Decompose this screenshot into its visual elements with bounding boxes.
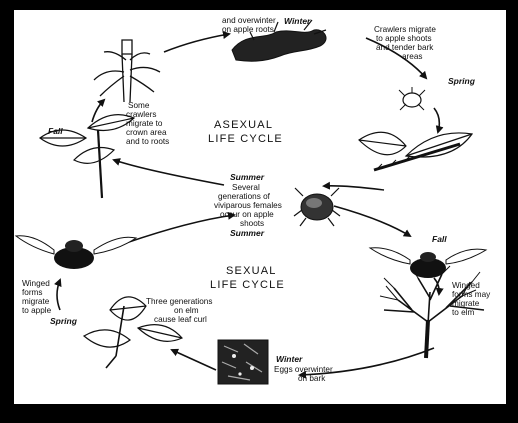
arrow-summer-to-fall-right xyxy=(334,206,410,236)
svg-text:Eggs overwinter: Eggs overwinter xyxy=(274,365,333,374)
svg-text:Winged: Winged xyxy=(22,279,50,288)
svg-text:LIFE CYCLE: LIFE CYCLE xyxy=(210,279,285,291)
season-fall-left: Fall xyxy=(48,126,63,136)
season-winter-top: Winter xyxy=(284,16,311,26)
svg-text:areas: areas xyxy=(402,52,422,61)
svg-text:to elm: to elm xyxy=(452,308,474,317)
svg-text:forms may: forms may xyxy=(452,290,491,299)
crown-roots-illustration xyxy=(94,40,160,102)
svg-text:Three generations: Three generations xyxy=(146,297,212,306)
diagram-panel: and overwinter on apple roots Winter Cra… xyxy=(14,10,506,404)
svg-text:migrate to: migrate to xyxy=(126,119,163,128)
svg-text:migrate: migrate xyxy=(452,299,480,308)
svg-text:Crawlers migrate: Crawlers migrate xyxy=(374,25,436,34)
svg-text:on apple roots: on apple roots xyxy=(222,25,274,34)
caption-crawlers-migrate: Crawlers migrate to apple shoots and ten… xyxy=(374,25,436,61)
svg-text:and to roots: and to roots xyxy=(126,137,169,146)
caption-eggs-overwinter: Eggs overwinter on bark xyxy=(274,365,333,383)
svg-text:shoots: shoots xyxy=(240,219,264,228)
svg-text:migrate: migrate xyxy=(22,297,50,306)
summer-aphid-illustration xyxy=(294,188,340,226)
svg-text:LIFE CYCLE: LIFE CYCLE xyxy=(208,133,283,145)
season-fall-right: Fall xyxy=(432,234,447,244)
aphid-life-cycle-diagram: and overwinter on apple roots Winter Cra… xyxy=(14,10,506,404)
svg-text:forms: forms xyxy=(22,288,42,297)
caption-overwinter-roots: and overwinter on apple roots xyxy=(222,16,276,34)
svg-text:crawlers: crawlers xyxy=(126,110,156,119)
winged-aphid-left-illustration xyxy=(16,236,136,269)
caption-three-generations: Three generations on elm cause leaf curl xyxy=(146,297,212,324)
arrow-roots-to-winter xyxy=(164,34,229,52)
svg-text:occur on apple: occur on apple xyxy=(220,210,274,219)
svg-text:on bark: on bark xyxy=(298,374,326,383)
svg-text:Some: Some xyxy=(128,101,150,110)
apple-shoot-illustration xyxy=(359,132,472,170)
svg-text:Winged: Winged xyxy=(452,281,480,290)
svg-text:crown area: crown area xyxy=(126,128,167,137)
arrow-shoot-to-summer xyxy=(324,186,384,190)
svg-text:cause leaf curl: cause leaf curl xyxy=(154,315,207,324)
caption-viviparous-females: Several generations of viviparous female… xyxy=(214,183,282,228)
svg-text:SEXUAL: SEXUAL xyxy=(226,265,277,277)
eggs-on-bark-illustration xyxy=(218,340,268,384)
svg-text:Several: Several xyxy=(232,183,260,192)
svg-text:generations of: generations of xyxy=(218,192,271,201)
arrow-winged-to-summer xyxy=(112,215,234,248)
svg-text:viviparous females: viviparous females xyxy=(214,201,282,210)
season-spring-right: Spring xyxy=(448,76,476,86)
svg-text:ASEXUAL: ASEXUAL xyxy=(214,119,273,131)
season-summer-top: Summer xyxy=(230,172,265,182)
svg-text:to apple: to apple xyxy=(22,306,52,315)
caption-some-crawlers: Some crawlers migrate to crown area and … xyxy=(126,101,169,146)
season-winter-bottom: Winter xyxy=(276,354,303,364)
curled-leaves-illustration xyxy=(84,297,182,368)
spring-aphid-illustration xyxy=(399,87,425,110)
svg-text:and overwinter: and overwinter xyxy=(222,16,276,25)
arrow-leaves-to-winged xyxy=(57,280,60,310)
arrow-spring-to-shoot xyxy=(434,108,439,132)
svg-text:and tender bark: and tender bark xyxy=(376,43,434,52)
svg-text:on elm: on elm xyxy=(174,306,199,315)
caption-winged-forms-elm: Winged forms may migrate to elm xyxy=(452,281,491,317)
caption-winged-forms-apple: Winged forms migrate to apple xyxy=(22,279,52,315)
svg-text:to apple shoots: to apple shoots xyxy=(376,34,432,43)
arrow-summer-to-fall-left xyxy=(114,160,224,185)
label-asexual-life-cycle: ASEXUAL LIFE CYCLE xyxy=(208,119,283,145)
arrow-eggs-to-leaves xyxy=(172,350,216,370)
winged-aphid-right-illustration xyxy=(370,248,486,278)
season-spring-left: Spring xyxy=(50,316,78,326)
label-sexual-life-cycle: SEXUAL LIFE CYCLE xyxy=(210,265,285,291)
season-summer-bottom: Summer xyxy=(230,228,265,238)
